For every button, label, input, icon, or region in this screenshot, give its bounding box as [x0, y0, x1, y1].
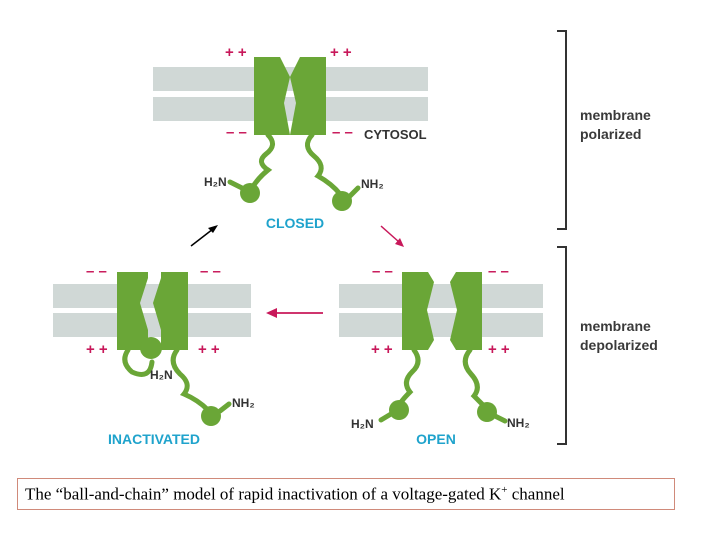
- inactivated-state: – – – – + + + + H₂N NH₂ INACTIVATED: [53, 263, 255, 447]
- inactivated-left-chain: [122, 347, 155, 377]
- depolarized-bracket: membrane depolarized: [557, 246, 658, 445]
- open-state-label: OPEN: [416, 431, 456, 447]
- inactivated-state-label: INACTIVATED: [108, 431, 200, 447]
- inactivated-inserted-ball: [140, 337, 162, 359]
- inactivated-top-right-charge: – –: [200, 263, 221, 280]
- arrow-open-to-inactivated: [266, 308, 323, 318]
- open-state: – – – – + + + + H₂N NH₂ OPEN: [339, 263, 543, 447]
- open-membrane-lower-layer: [339, 313, 543, 337]
- open-left-chain: [397, 347, 421, 407]
- closed-state: + + + + – – – – CYTOSOL H₂N NH₂ CLOSED: [153, 44, 428, 231]
- closed-right-terminal-stub: [347, 185, 361, 199]
- closed-left-terminal-stub: [227, 179, 245, 191]
- caption-trailing-text: channel: [507, 484, 565, 504]
- inactivated-membrane-upper-layer: [53, 284, 251, 308]
- open-right-terminal-label: NH₂: [507, 416, 530, 430]
- open-channel-left-subunit: [402, 272, 434, 350]
- closed-top-right-charge: + +: [330, 44, 352, 61]
- inactivated-channel-left-subunit: [117, 272, 148, 350]
- closed-state-label: CLOSED: [266, 215, 324, 231]
- caption-superscript: +: [501, 483, 508, 496]
- caption-main-text: The “ball-and-chain” model of rapid inac…: [25, 484, 502, 504]
- inactivated-right-ball: [201, 406, 221, 426]
- open-left-terminal-stub: [378, 411, 394, 423]
- closed-bottom-left-charge: – –: [226, 124, 247, 141]
- open-channel-right-subunit: [450, 272, 482, 350]
- caption-box: The “ball-and-chain” model of rapid inac…: [17, 478, 675, 510]
- open-top-left-charge: – –: [372, 263, 393, 280]
- inactivated-inner-terminal-label: H₂N: [150, 368, 173, 382]
- inactivated-right-terminal-stub: [217, 401, 232, 414]
- inactivated-bottom-right-charge: + +: [198, 341, 220, 358]
- inactivated-channel-right-subunit: [153, 272, 188, 350]
- closed-left-chain: [249, 132, 275, 191]
- closed-channel-right-subunit: [290, 57, 326, 135]
- closed-right-terminal-label: NH₂: [361, 177, 384, 191]
- polarized-bracket-line: [557, 30, 567, 230]
- open-top-right-charge: – –: [488, 263, 509, 280]
- closed-membrane-lower-layer: [153, 97, 428, 121]
- open-membrane-upper-layer: [339, 284, 543, 308]
- closed-channel-left-subunit: [254, 57, 290, 135]
- inactivated-right-terminal-label: NH₂: [232, 396, 255, 410]
- closed-left-ball: [240, 183, 260, 203]
- inactivated-right-chain: [170, 347, 211, 413]
- open-right-chain: [462, 347, 487, 409]
- depolarized-bracket-label-line2: depolarized: [580, 337, 658, 353]
- polarized-bracket: membrane polarized: [557, 30, 651, 230]
- depolarized-bracket-label-line1: membrane: [580, 318, 651, 334]
- transition-arrows: [190, 225, 404, 318]
- polarized-bracket-label-line1: membrane: [580, 107, 651, 123]
- inactivated-bottom-left-charge: + +: [86, 341, 108, 358]
- open-bottom-left-charge: + +: [371, 341, 393, 358]
- open-bottom-right-charge: + +: [488, 341, 510, 358]
- open-left-ball: [389, 400, 409, 420]
- inactivated-top-left-charge: – –: [86, 263, 107, 280]
- closed-bottom-right-charge: – –: [332, 124, 353, 141]
- open-left-terminal-label: H₂N: [351, 417, 374, 431]
- caption: The “ball-and-chain” model of rapid inac…: [25, 484, 565, 505]
- closed-top-left-charge: + +: [225, 44, 247, 61]
- depolarized-bracket-line: [557, 246, 567, 445]
- open-right-terminal-stub: [492, 413, 508, 424]
- arrow-inactivated-to-closed: [190, 225, 218, 247]
- closed-left-terminal-label: H₂N: [204, 175, 227, 189]
- closed-right-ball: [332, 191, 352, 211]
- inactivated-membrane-lower-layer: [53, 313, 251, 337]
- cytosol-label: CYTOSOL: [364, 127, 427, 142]
- open-right-ball: [477, 402, 497, 422]
- closed-right-chain: [305, 132, 343, 197]
- arrow-closed-to-open: [380, 225, 404, 247]
- polarized-bracket-label-line2: polarized: [580, 126, 641, 142]
